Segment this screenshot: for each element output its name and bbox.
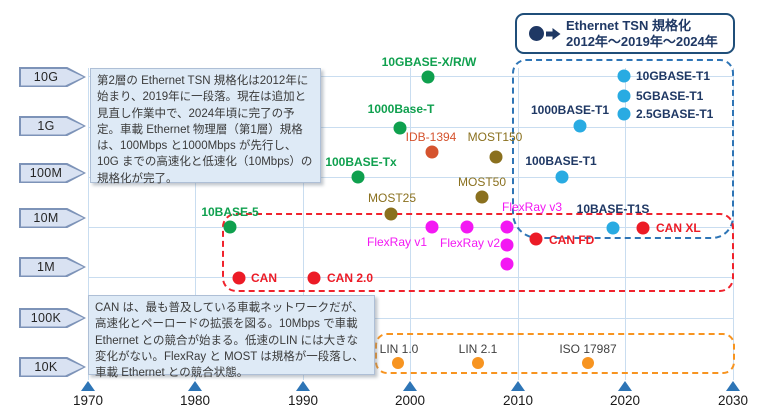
dot-most150: [489, 150, 503, 164]
axis-tick-triangle-2000: [403, 381, 417, 391]
gridline-2020: [625, 68, 626, 380]
y-axis-label-10m: 10M: [19, 208, 86, 228]
dot-can-2-0: [307, 271, 321, 285]
legend-line2: 2012年〜2019年〜2024年: [566, 33, 718, 49]
dot-lin-1-0: [392, 357, 404, 369]
y-axis-label-1g: 1G: [19, 116, 86, 136]
dot-flexray-v2: [460, 220, 474, 234]
dot-can-fd: [529, 232, 543, 246]
label-10gbase-x-r-w: 10GBASE-X/R/W: [381, 55, 477, 69]
axis-tick-triangle-2030: [726, 381, 740, 391]
label-2-5gbase-t1: 2.5GBASE-T1: [636, 107, 714, 121]
x-axis-label-2010: 2010: [502, 393, 534, 408]
label-idb-1394: IDB-1394: [405, 130, 457, 144]
gridline-1970: [88, 68, 89, 380]
dot-5gbase-t1: [617, 89, 631, 103]
dot-10gbase-t1: [617, 69, 631, 83]
x-axis-label-1970: 1970: [72, 393, 104, 408]
label-can-2-0: CAN 2.0: [327, 271, 374, 285]
axis-tick-triangle-1970: [81, 381, 95, 391]
dot-2-5gbase-t1: [617, 107, 631, 121]
label-can-fd: CAN FD: [549, 233, 595, 247]
y-axis-label-1m: 1M: [19, 257, 86, 277]
annotation-ethernet-tsn: 第2層の Ethernet TSN 規格化は2012年に始まり、2019年に一段…: [90, 68, 321, 185]
legend-line1: Ethernet TSN 規格化: [566, 18, 691, 33]
x-axis-label-2030: 2030: [717, 393, 749, 408]
label-1000base-t: 1000Base-T: [367, 102, 435, 116]
dot-10gbase-x-r-w: [421, 70, 435, 84]
label-iso-17987: ISO 17987: [559, 342, 617, 356]
label-100base-tx: 100BASE-Tx: [325, 155, 397, 169]
label-10gbase-t1: 10GBASE-T1: [636, 69, 711, 83]
can-group-outline: [222, 213, 734, 292]
label-lin-1-0: LIN 1.0: [379, 342, 419, 356]
axis-tick-triangle-2020: [618, 381, 632, 391]
gridline-2000: [410, 68, 411, 380]
legend-text: Ethernet TSN 規格化 2012年〜2019年〜2024年: [566, 18, 718, 49]
label-lin-2-1: LIN 2.1: [458, 342, 498, 356]
y-axis-label-100k: 100K: [19, 308, 86, 328]
dot-most25: [384, 207, 398, 221]
dot-iso-17987: [582, 357, 594, 369]
dot-flexray-v3: [500, 220, 514, 234]
dot-most50: [475, 190, 489, 204]
dot-idb-1394: [425, 145, 439, 159]
label-10base-t1s: 10BASE-T1S: [576, 202, 650, 216]
gridline-1990: [303, 68, 304, 380]
axis-tick-triangle-1990: [296, 381, 310, 391]
y-axis-label-100m: 100M: [19, 163, 86, 183]
annotation-can: CAN は、最も普及している車載ネットワークだが、高速化とペーロードの拡張を図る…: [88, 295, 375, 379]
dot-flexray-2.5M: [500, 257, 514, 271]
label-can: CAN: [251, 271, 277, 285]
dot-10base-t1s: [606, 221, 620, 235]
x-axis-label-2000: 2000: [394, 393, 426, 408]
dot-can: [232, 271, 246, 285]
x-axis-label-1980: 1980: [179, 393, 211, 408]
dot-100base-t1: [555, 170, 569, 184]
label-10base-5: 10BASE-5: [201, 205, 259, 219]
dot-100base-tx: [351, 170, 365, 184]
dot-flexray-v1: [425, 220, 439, 234]
label-1000base-t1: 1000BASE-T1: [530, 103, 610, 117]
label-100base-t1: 100BASE-T1: [525, 154, 597, 168]
y-axis-label-10g: 10G: [19, 67, 86, 87]
label-5gbase-t1: 5GBASE-T1: [636, 89, 704, 103]
navy-circle-icon: [529, 26, 544, 41]
dot-lin-2-1: [472, 357, 484, 369]
ethernet-tsn-group-outline: [512, 59, 734, 239]
label-flexray-v1: FlexRay v1: [366, 235, 428, 249]
dot-can-xl: [636, 221, 650, 235]
axis-tick-triangle-2010: [511, 381, 525, 391]
label-most25: MOST25: [367, 191, 417, 205]
lin-group-outline: [375, 333, 735, 374]
legend-ethernet-tsn: Ethernet TSN 規格化 2012年〜2019年〜2024年: [515, 13, 735, 54]
label-most50: MOST50: [457, 175, 507, 189]
right-arrow-icon: [546, 27, 561, 40]
label-can-xl: CAN XL: [656, 221, 701, 235]
y-axis-label-10k: 10K: [19, 357, 86, 377]
x-axis-label-2020: 2020: [609, 393, 641, 408]
x-axis-label-1990: 1990: [287, 393, 319, 408]
dot-1000base-t1: [573, 119, 587, 133]
axis-tick-triangle-1980: [188, 381, 202, 391]
dot-10base-5: [223, 220, 237, 234]
label-flexray-v2: FlexRay v2: [439, 236, 501, 250]
dot-1000base-t: [393, 121, 407, 135]
label-flexray-v3: FlexRay v3: [501, 200, 563, 214]
label-most150: MOST150: [467, 130, 523, 144]
gridline-1980: [195, 68, 196, 380]
dot-flexray-5M: [500, 238, 514, 252]
